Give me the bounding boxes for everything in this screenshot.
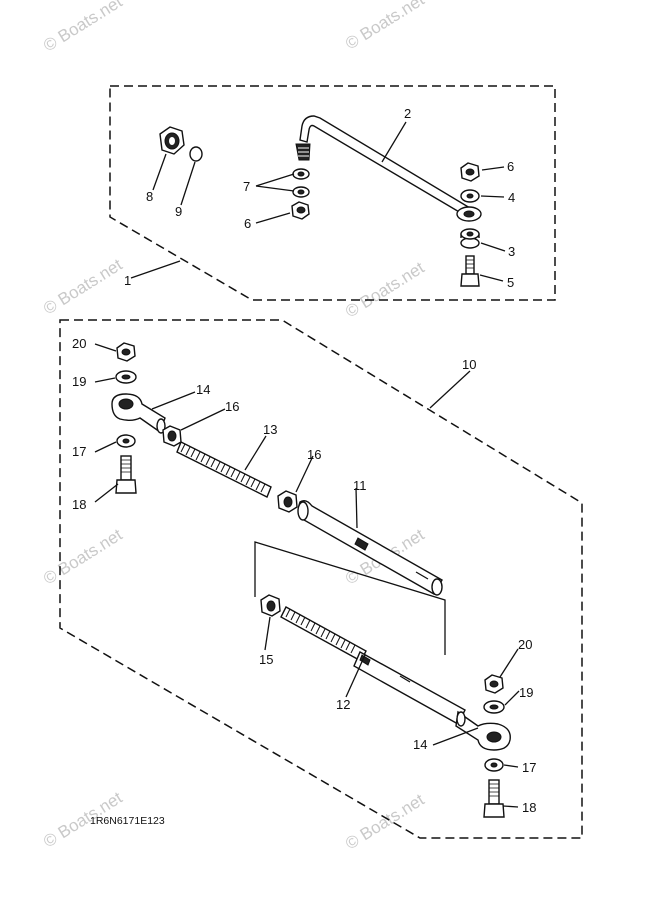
callout-13: 13: [263, 422, 277, 437]
watermark-3: © Boats.net: [40, 255, 126, 318]
callout-17-top: 17: [72, 444, 86, 459]
callout-14-bottom: 14: [413, 737, 427, 752]
inner-bracket-outline: [254, 541, 446, 655]
nut-part-16-middle: [277, 490, 298, 513]
callout-6-left: 6: [244, 216, 251, 231]
watermark-2: © Boats.net: [342, 0, 428, 53]
bolt-part-5: [460, 255, 480, 287]
bushing-part-3: [460, 228, 480, 249]
callout-9: 9: [175, 204, 182, 219]
washer-part-17-top: [116, 434, 136, 448]
diagram-code: 1R6N6171E123: [90, 815, 165, 827]
leader-lines: [94, 121, 520, 808]
watermark-8: © Boats.net: [342, 790, 428, 853]
ball-joint-part-14-bottom: [455, 710, 511, 751]
nut-part-6-right: [460, 162, 480, 182]
callout-labels: 1 2 7 6 8 9 6 4 3 5 20 19 14 16 17 18 13…: [72, 106, 536, 815]
callout-15: 15: [259, 652, 273, 667]
washers-part-7: [292, 168, 310, 198]
nut-part-16-top: [162, 425, 182, 447]
watermark-group: © Boats.net © Boats.net © Boats.net © Bo…: [40, 0, 428, 853]
threaded-rod-part-12: [280, 606, 466, 725]
callout-11: 11: [353, 478, 367, 493]
washer-part-17-bottom: [484, 758, 504, 772]
link-rod-part-2: [295, 115, 482, 222]
callout-2: 2: [404, 106, 411, 121]
callout-20-bottom: 20: [518, 637, 532, 652]
callout-19-bottom: 19: [519, 685, 533, 700]
group-1-outline: [109, 85, 556, 301]
watermark-5: © Boats.net: [40, 525, 126, 588]
washer-part-19-top: [115, 370, 137, 384]
callout-16-top: 16: [225, 399, 239, 414]
callout-20-top: 20: [72, 336, 86, 351]
nut-part-20-bottom: [484, 674, 504, 694]
nut-part-15: [260, 594, 281, 617]
callout-18-top: 18: [72, 497, 86, 512]
bolt-part-18-bottom: [483, 779, 505, 818]
nut-part-8: [159, 126, 185, 155]
ball-joint-part-14-top: [111, 393, 166, 434]
watermark-1: © Boats.net: [40, 0, 126, 55]
nut-part-20-top: [116, 342, 136, 362]
callout-7: 7: [243, 179, 250, 194]
callout-12: 12: [336, 697, 350, 712]
threaded-rod-part-13: [176, 441, 272, 498]
callout-5: 5: [507, 275, 514, 290]
callout-19-top: 19: [72, 374, 86, 389]
washer-part-4: [460, 189, 480, 203]
callout-8: 8: [146, 189, 153, 204]
callout-18-bottom: 18: [522, 800, 536, 815]
washer-part-19-bottom: [483, 700, 505, 714]
o-ring-part-9: [189, 146, 203, 162]
bolt-part-18-top: [115, 455, 137, 494]
callout-3: 3: [508, 244, 515, 259]
group-10-outline: [59, 319, 583, 839]
callout-4: 4: [508, 190, 515, 205]
watermark-4: © Boats.net: [342, 258, 428, 321]
callout-14-top: 14: [196, 382, 210, 397]
callout-6-right: 6: [507, 159, 514, 174]
nut-part-6-left: [291, 201, 310, 220]
callout-16-middle: 16: [307, 447, 321, 462]
callout-10: 10: [462, 357, 476, 372]
callout-17-bottom: 17: [522, 760, 536, 775]
tube-part-11: [297, 499, 443, 596]
callout-1: 1: [124, 273, 131, 288]
